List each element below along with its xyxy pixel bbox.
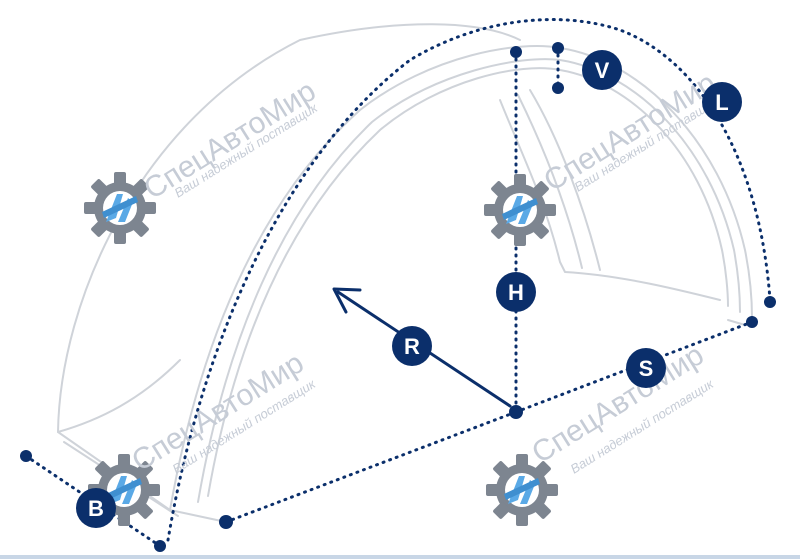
dimension-line-s-left [224,410,518,524]
badge-s-label: S [639,356,654,381]
gear-logo-icon [484,174,556,246]
bottom-border [0,555,800,559]
badge-l-label: L [715,90,728,115]
badge-h-label: H [508,280,524,305]
badge-l: L [702,82,742,122]
watermark-brand: СпецАвтоМир [126,346,309,478]
badge-b-label: B [88,496,104,521]
endpoint-v-bottom [552,82,564,94]
endpoint-b-left [20,450,32,462]
endpoint-b-right [154,540,166,552]
badge-h: H [496,272,536,312]
badge-r-label: R [404,334,420,359]
endpoint-s-left [219,515,233,529]
endpoint-l-right [764,296,776,308]
watermark-brand: СпецАвтоМир [538,66,721,198]
watermark-brand: СпецАвтоМир [138,74,321,206]
badge-r: R [392,326,432,366]
badge-v: V [582,50,622,90]
watermark-bottom-right: СпецАвтоМир Ваш надежный поставщик [486,338,717,526]
endpoint-v-top [552,42,564,54]
endpoint-s-right [746,316,758,328]
badge-v-label: V [595,58,610,83]
badge-b: B [76,488,116,528]
watermark-top-left: СпецАвтоМир Ваш надежный поставщик [84,74,322,244]
endpoint-center [509,405,523,419]
badge-s: S [626,348,666,388]
dimension-endpoints [20,42,776,552]
endpoint-h-top [510,46,522,58]
watermark-top-right: СпецАвтоМир Ваш надежный поставщик [484,66,722,246]
dimension-line-b [24,454,162,548]
